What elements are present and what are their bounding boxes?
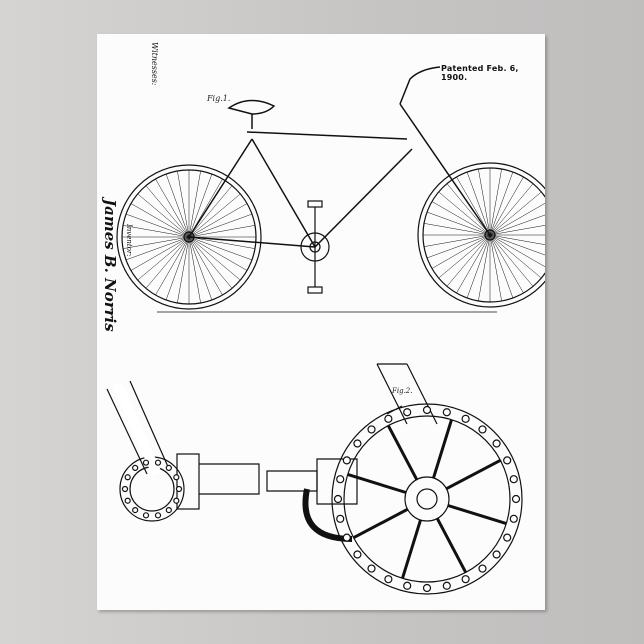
sprocket-tooth <box>177 487 182 492</box>
sprocket-tooth <box>335 496 342 503</box>
sprocket-tooth <box>133 508 138 513</box>
spoke <box>490 235 545 258</box>
sprocket-tooth <box>493 551 500 558</box>
sprocket-tooth <box>143 460 148 465</box>
sprocket-tooth <box>385 415 392 422</box>
sprocket-tooth <box>368 565 375 572</box>
sprocket-tooth <box>479 565 486 572</box>
sprocket-tooth <box>125 475 130 480</box>
sprocket-tooth <box>166 465 171 470</box>
sprocket-tooth <box>510 476 517 483</box>
sprocket-tooth <box>385 576 392 583</box>
sprocket-arm <box>446 460 500 488</box>
sprocket-tooth <box>424 407 431 414</box>
sprocket-tooth <box>443 409 450 416</box>
sprocket-tooth <box>156 460 161 465</box>
sprocket-tooth <box>354 551 361 558</box>
sprocket-tooth <box>479 426 486 433</box>
sprocket-tooth <box>143 513 148 518</box>
sprocket-arm <box>434 420 452 478</box>
sprocket-tooth <box>166 508 171 513</box>
sprocket-arm <box>437 518 465 572</box>
patent-poster: Patented Feb. 6, 1900. Fig.1. Fig.2. Wit… <box>97 34 545 610</box>
sprocket-arm <box>448 506 506 524</box>
sprocket-tooth <box>424 585 431 592</box>
sprocket-tooth <box>513 496 520 503</box>
sprocket-tooth <box>354 440 361 447</box>
sprocket-tooth <box>462 576 469 583</box>
sprocket-tooth <box>125 498 130 503</box>
sprocket-tooth <box>504 457 511 464</box>
sprocket-tooth <box>443 582 450 589</box>
sprocket-tooth <box>343 457 350 464</box>
sprocket-tooth <box>404 409 411 416</box>
chainring <box>301 201 329 293</box>
sprocket-tooth <box>368 426 375 433</box>
sprocket-tooth <box>174 475 179 480</box>
sprocket-tooth <box>510 515 517 522</box>
sprocket-tooth <box>337 515 344 522</box>
sprocket-tooth <box>337 476 344 483</box>
sprocket-arm <box>388 426 416 480</box>
sprocket-tooth <box>462 415 469 422</box>
sprocket-tooth <box>174 498 179 503</box>
bicycle-frame <box>157 67 497 312</box>
sprocket-tooth <box>156 513 161 518</box>
sprocket-tooth <box>493 440 500 447</box>
sprocket-tooth <box>123 487 128 492</box>
sprocket-arm <box>402 520 420 578</box>
sprocket-tooth <box>133 465 138 470</box>
sprocket-tooth <box>404 582 411 589</box>
sprocket-arm <box>354 509 408 537</box>
sprocket-tooth <box>504 534 511 541</box>
bicycle-drawing <box>97 34 545 610</box>
sprocket-tooth <box>343 534 350 541</box>
spoke <box>490 212 545 235</box>
